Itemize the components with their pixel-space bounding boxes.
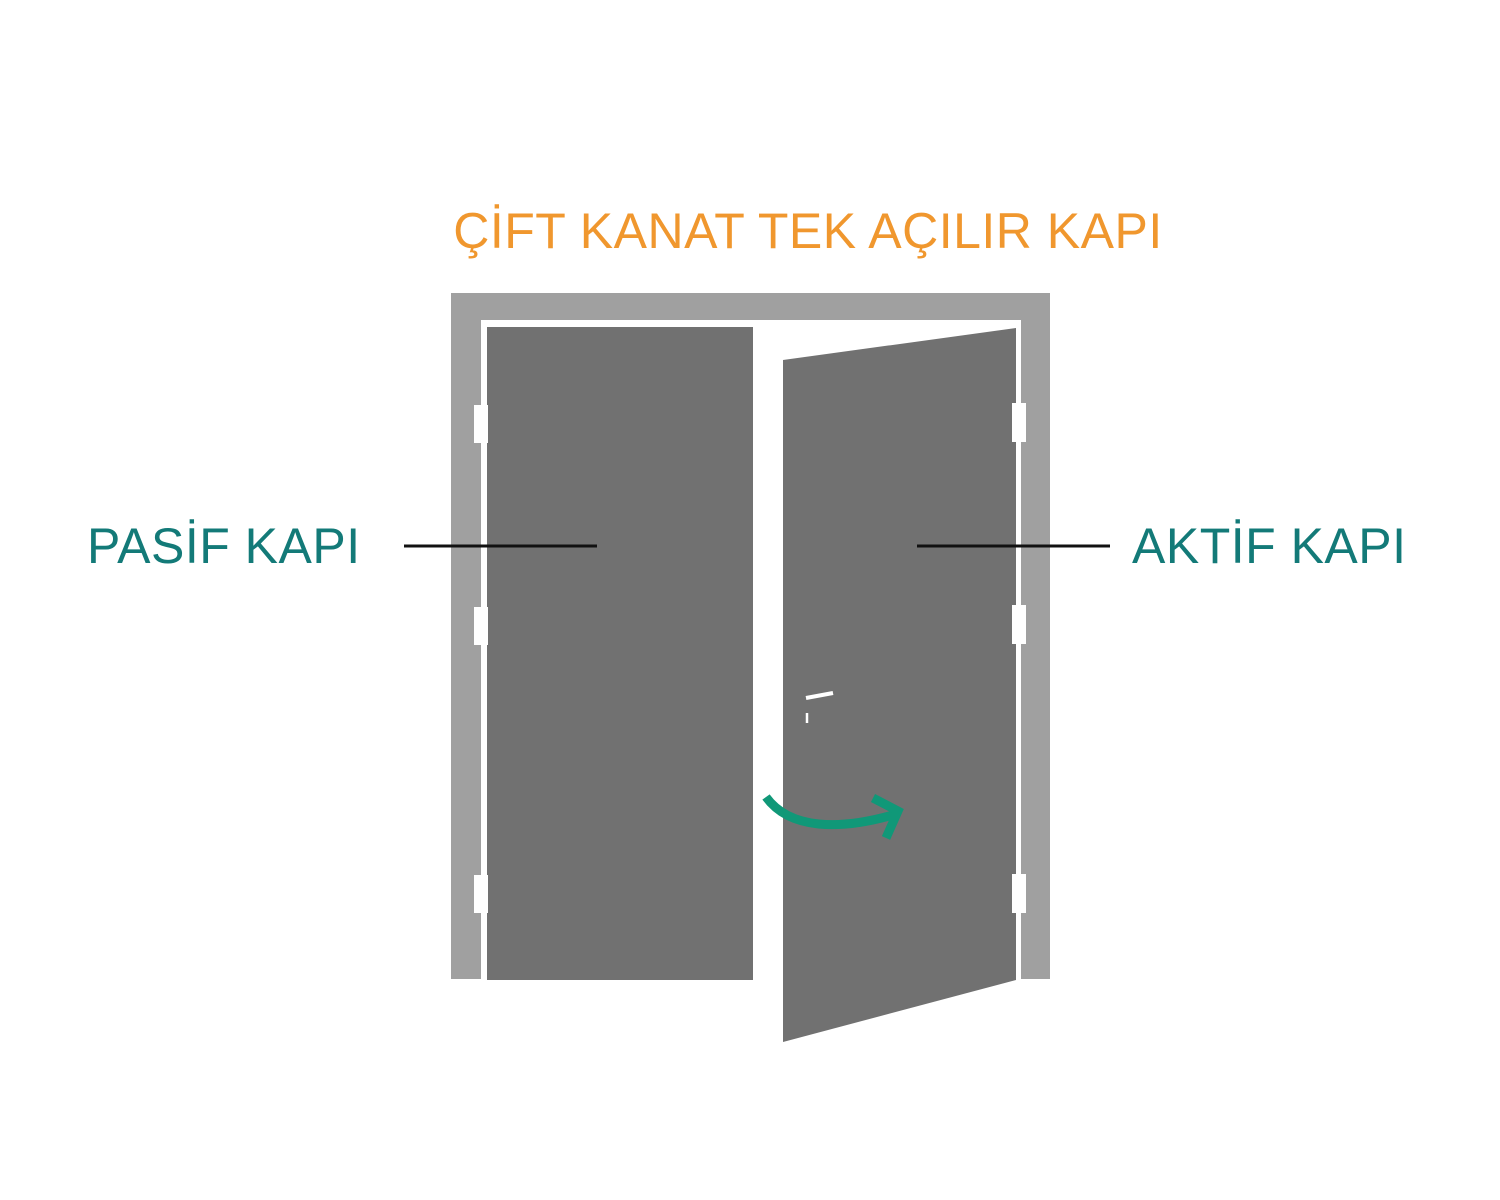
active-door-label: AKTİF KAPI (1132, 518, 1407, 574)
opening-direction-arrow (762, 794, 904, 840)
passive-door-label: PASİF KAPI (87, 518, 361, 574)
handle-lever (805, 691, 834, 700)
hinges (474, 403, 1026, 913)
diagram-title: ÇİFT KANAT TEK AÇILIR KAPI (453, 203, 1163, 259)
arrow-curve (762, 794, 895, 830)
passive-door-leaf (487, 327, 753, 980)
hinge-left-middle (474, 607, 488, 645)
active-door-leaf (783, 328, 1016, 1042)
hinge-right-bottom (1012, 874, 1026, 913)
door-handle (805, 691, 834, 723)
hinge-right-middle (1012, 605, 1026, 644)
arrowhead (870, 794, 904, 840)
hinge-right-top (1012, 403, 1026, 442)
hinge-left-top (474, 405, 488, 443)
hinge-left-bottom (474, 875, 488, 913)
